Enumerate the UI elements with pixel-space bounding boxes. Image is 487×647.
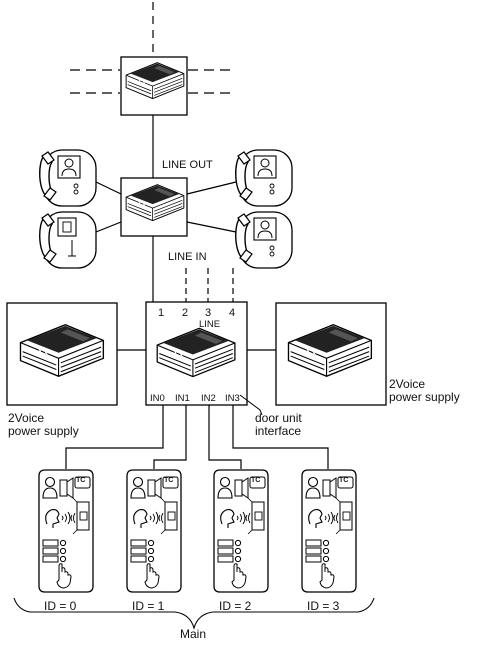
door-unit-wiring [65,405,329,469]
door-interface-label-line2: interface [255,424,302,438]
power-supply-left [6,302,118,406]
video-handset-top-left [39,149,97,207]
floor-line-module [120,177,188,237]
line-in-label: LINE IN [168,251,207,263]
port-2-label: 2 [182,307,189,319]
port-4-label: 4 [229,307,236,319]
in0-label: IN0 [150,393,165,404]
line-label: LINE [199,319,221,330]
in1-label: IN1 [175,393,190,404]
door-unit-3-id: ID = 3 [307,599,340,613]
door-unit-0-id: ID = 0 [44,599,77,613]
door-unit-interface [145,301,248,406]
door-unit-2 [213,469,269,593]
door-unit-0 [38,469,94,593]
line-in-connections [152,236,234,302]
power-supply-right [275,302,387,406]
tc-label-3: TC [339,477,349,484]
tc-label-0: TC [76,477,86,484]
door-unit-1 [126,469,182,593]
in3-label: IN3 [225,393,240,404]
psu-left-label-line2: power supply [8,424,79,438]
door-unit-1-id: ID = 1 [132,599,165,613]
door-unit-2-id: ID = 2 [219,599,252,613]
door-unit-3 [301,469,357,593]
line-out-label: LINE OUT [162,159,213,171]
main-group-brace [13,597,375,630]
upstream-network-lines [70,2,236,94]
handset-connections [95,181,237,233]
top-line-module [120,56,188,116]
tc-label-2: TC [251,477,261,484]
audio-handset-bottom-left [39,211,97,269]
interface-label-pointer [239,394,263,416]
video-handset-top-right [235,149,293,207]
door-interface-label-line1: door unit [255,411,302,425]
tc-label-1: TC [164,477,174,484]
psu-left-label-line1: 2Voice [8,411,45,425]
video-handset-bottom-right [235,211,293,269]
in2-label: IN2 [201,393,216,404]
port-1-label: 1 [158,307,165,319]
psu-right-label-line1: 2Voice [389,377,426,391]
port-3-label: 3 [205,307,212,319]
main-label: Main [180,627,207,641]
psu-right-label-line2: power supply [389,390,460,404]
